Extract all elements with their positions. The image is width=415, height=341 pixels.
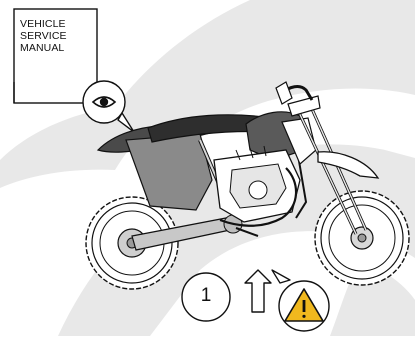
step-number: 1 <box>186 283 226 309</box>
manual-title-line1: VEHICLE <box>20 18 100 30</box>
manual-title-line2: SERVICE <box>20 30 100 42</box>
warning-bubble <box>272 270 329 331</box>
eye-icon <box>100 98 108 106</box>
front-wheel <box>315 191 409 285</box>
manual-title-line3: MANUAL <box>20 42 100 54</box>
arrow-up-icon <box>245 270 271 312</box>
engine <box>214 146 300 222</box>
